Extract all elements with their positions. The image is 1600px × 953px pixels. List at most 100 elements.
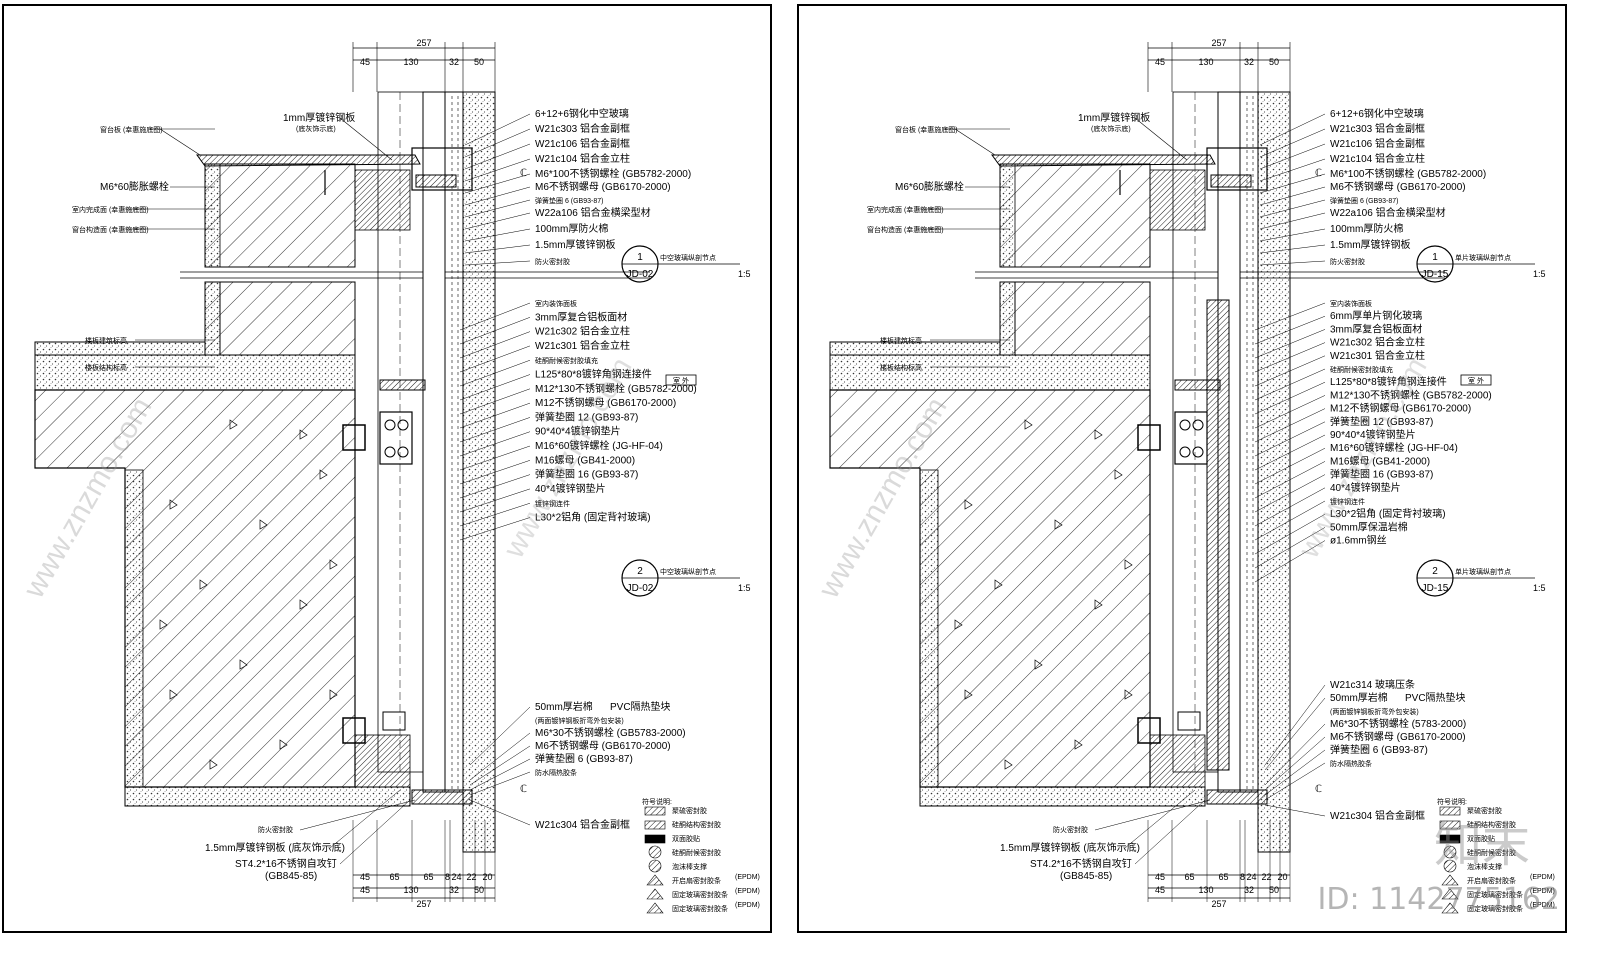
right-note-lower: M6不锈钢螺母 (GB6170-2000) — [1330, 730, 1466, 743]
bolt-head — [384, 446, 396, 458]
bolt-head — [1179, 419, 1191, 431]
dim-part: 50 — [1269, 885, 1279, 895]
window-sill-board — [991, 154, 1216, 167]
right-note-upper: 1.5mm厚镀锌钢板 — [535, 238, 616, 251]
top-note: 1mm厚镀锌钢板 — [283, 111, 355, 124]
legend-label: 固定玻璃密封胶条 — [1467, 890, 1523, 899]
leader-line — [459, 345, 531, 373]
right-note-middle: M16螺母 (GB41-2000) — [535, 454, 635, 466]
left-note: 窗台构造面 (幸惠施底图) — [72, 225, 149, 234]
dim-part: 22 — [1261, 872, 1271, 882]
legend-swatch — [646, 888, 664, 900]
leader-line — [464, 260, 531, 266]
aggregate-mark — [954, 619, 963, 630]
leader-line — [459, 460, 531, 485]
dim-part: 8 — [445, 872, 450, 882]
right-note-middle: 3mm厚复合铝板面材 — [535, 310, 627, 323]
detail-tag-2-num: 2 — [637, 566, 643, 577]
leader-line — [299, 799, 416, 831]
legend-label: (EPDM) — [735, 888, 760, 895]
legend-label: (EPDM) — [735, 902, 760, 909]
right-note-middle: 6mm厚单片钢化玻璃 — [1330, 309, 1422, 322]
right-note-upper: M6*100不锈钢螺栓 (GB5782-2000) — [535, 167, 691, 180]
right-note-middle: 镀锌钢连件 — [535, 499, 570, 508]
leader-line — [464, 186, 531, 206]
legend-label: (EPDM) — [1530, 874, 1555, 881]
right-note-middle: M16螺母 (GB41-2000) — [1330, 455, 1430, 467]
right-note-middle: 40*4镀锌钢垫片 — [535, 482, 606, 495]
leader-line — [459, 445, 531, 471]
leader-line — [1254, 302, 1326, 331]
left-note: M6*60膨胀螺栓 — [895, 180, 964, 193]
leader-line — [459, 331, 531, 359]
concrete-beam — [34, 389, 356, 788]
right-note-lower: 50mm厚岩棉 — [1330, 691, 1388, 704]
bottom-note: 1.5mm厚镀锌钢板 (底灰饰示底) — [1000, 841, 1140, 854]
legend-swatch — [1441, 888, 1459, 900]
left-note: 楼板建筑标高 — [85, 336, 127, 345]
legend-swatch — [648, 859, 662, 873]
detail-tag-1-title: 单片玻璃纵剖节点 — [1455, 253, 1511, 262]
legend-swatch — [1443, 845, 1457, 859]
aggregate-mark — [279, 739, 288, 750]
leader-line — [1094, 799, 1211, 831]
dim-overall: 257 — [416, 899, 431, 909]
left-note: 楼板结构标高 — [880, 363, 922, 372]
bottom-note: ST4.2*16不锈钢自攻钉 — [235, 857, 337, 870]
watermark-logo: 知末 — [1433, 817, 1530, 873]
dim-part: 24 — [451, 872, 461, 882]
leader-line — [1254, 447, 1326, 485]
beam-soffit-plaster — [919, 786, 1206, 807]
leader-line — [1259, 173, 1326, 194]
right-note-middle: W21c302 铝合金立柱 — [1330, 336, 1425, 349]
leader-line — [1254, 500, 1326, 541]
right-note-upper: W21c106 铝合金副框 — [1330, 137, 1425, 150]
transom-fill — [415, 174, 457, 188]
right-note-middle: 硅酮耐候密封胶填充 — [535, 356, 598, 365]
right-note-middle: W21c301 铝合金立柱 — [1330, 349, 1425, 362]
dim-part: 22 — [466, 872, 476, 882]
legend-label: 固定玻璃密封胶条 — [672, 904, 728, 913]
leader-line — [459, 359, 531, 387]
legend-swatch — [644, 806, 666, 816]
right-note-upper: W22a106 铝合金横梁型材 — [1330, 206, 1446, 219]
right-note-upper: 弹簧垫圈 6 (GB93-87) — [535, 196, 603, 205]
bracket-lower — [1177, 711, 1201, 731]
leader-line — [464, 128, 531, 158]
centerline-mark: ℂ — [1315, 168, 1322, 179]
aggregate-mark — [169, 499, 178, 510]
right-note-upper: 6+12+6钢化中空玻璃 — [535, 107, 629, 120]
right-note-middle: 弹簧垫圈 12 (GB93-87) — [535, 410, 638, 423]
left-note: 窗台构造面 (幸惠施底图) — [867, 225, 944, 234]
beam-soffit-plaster — [124, 786, 411, 807]
aggregate-mark — [229, 419, 238, 430]
right-note-lower: W21c304 铝合金副框 — [535, 818, 630, 831]
right-note-middle: 50mm厚保温岩棉 — [1330, 520, 1408, 533]
left-note: 室内完成面 (幸惠施底图) — [72, 205, 149, 214]
aggregate-mark — [299, 429, 308, 440]
right-note-middle: M12不锈钢螺母 (GB6170-2000) — [535, 396, 676, 409]
legend-label: 双面胶贴 — [672, 834, 700, 843]
dim-part: 130 — [1198, 885, 1213, 895]
legend-swatch — [1441, 874, 1459, 886]
bottom-note: ST4.2*16不锈钢自攻钉 — [1030, 857, 1132, 870]
right-note-upper: 100mm厚防火棉 — [535, 222, 608, 235]
aggregate-mark — [209, 759, 218, 770]
legend-swatch — [648, 845, 662, 859]
dim-part: 45 — [360, 872, 370, 882]
aggregate-mark — [994, 579, 1003, 590]
upper-plaster — [999, 163, 1016, 268]
right-note-lower: PVC隔热垫块 — [1405, 691, 1466, 704]
bottom-note: 防火密封胶 — [258, 825, 293, 834]
bottom-note: (GB845-85) — [1060, 871, 1112, 882]
left-note: 室内完成面 (幸惠施底图) — [867, 205, 944, 214]
legend-label: 双面胶贴 — [1467, 834, 1495, 843]
right-note-lower: W21c304 铝合金副框 — [1330, 809, 1425, 822]
legend-label: 固定玻璃密封胶条 — [1467, 904, 1523, 913]
leader-line — [464, 113, 531, 146]
right-note-middle: 弹簧垫圈 16 (GB93-87) — [535, 468, 638, 481]
leader-line — [464, 158, 531, 182]
sheet-frame — [2, 4, 772, 933]
right-note-lower: 弹簧垫圈 6 (GB93-87) — [535, 752, 633, 765]
